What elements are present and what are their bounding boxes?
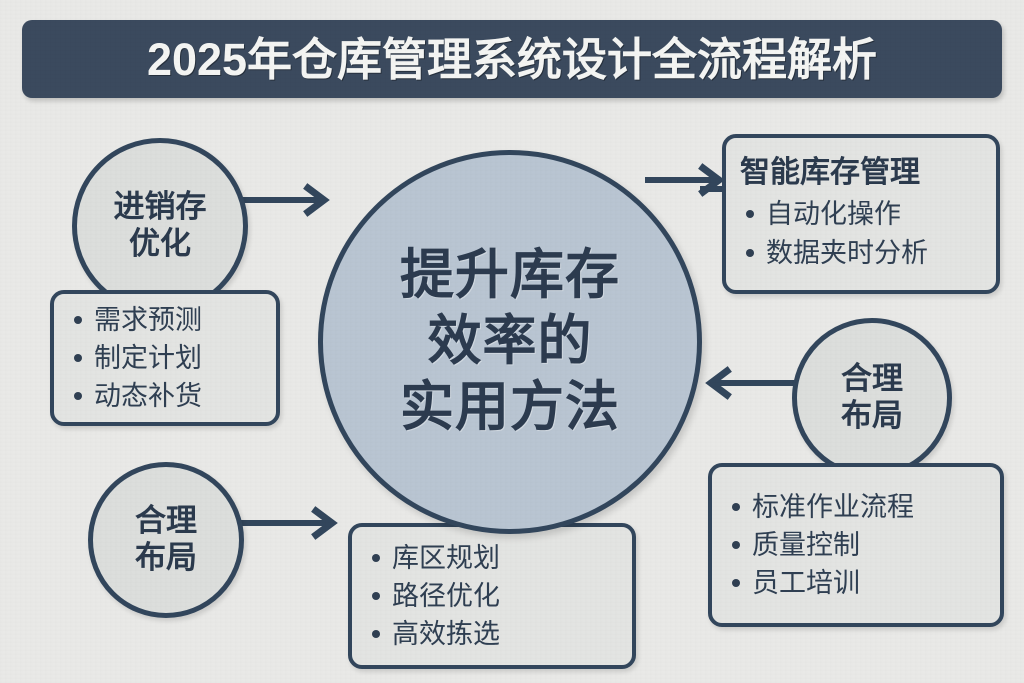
list-item: 高效拣选 bbox=[370, 615, 632, 653]
node-layout-bl-line-2: 布局 bbox=[135, 540, 197, 575]
panel-warehouse-layout-details[interactable]: 库区规划 路径优化 高效拣选 bbox=[348, 523, 636, 669]
list-item: 质量控制 bbox=[730, 526, 1000, 564]
node-jinxiaocun-optimization[interactable]: 进销存 优化 bbox=[72, 138, 248, 314]
panel-demand-planning-list: 需求预测 制定计划 动态补货 bbox=[54, 301, 276, 416]
arrow-bottom-left-to-bottom-center bbox=[228, 506, 338, 540]
list-item: 标准作业流程 bbox=[730, 488, 1000, 526]
panel-operations-standards[interactable]: 标准作业流程 质量控制 员工培训 bbox=[708, 463, 1004, 627]
panel-warehouse-layout-list: 库区规划 路径优化 高效拣选 bbox=[352, 539, 632, 654]
list-item: 动态补货 bbox=[72, 377, 276, 415]
node-layout-bottom-left[interactable]: 合理 布局 bbox=[88, 462, 244, 618]
connector-topright-panel-stub bbox=[700, 186, 726, 192]
node-jinxiaocun-line-1: 进销存 bbox=[113, 189, 207, 225]
core-concept-circle[interactable]: 提升库存 效率的 实用方法 bbox=[318, 150, 702, 534]
list-item: 库区规划 bbox=[370, 539, 632, 577]
node-layout-right-line-1: 合理 bbox=[841, 361, 903, 397]
arrow-core-to-top-right bbox=[645, 163, 725, 197]
core-line-1: 提升库存 bbox=[400, 245, 620, 306]
core-line-3: 实用方法 bbox=[400, 376, 620, 437]
arrow-right-circle-to-core bbox=[705, 366, 805, 400]
panel-demand-planning[interactable]: 需求预测 制定计划 动态补货 bbox=[50, 290, 280, 426]
panel-smart-inventory-heading: 智能库存管理 bbox=[740, 156, 920, 190]
panel-smart-inventory-management[interactable]: 智能库存管理 自动化操作 数据夹时分析 bbox=[722, 134, 1000, 294]
panel-operations-standards-list: 标准作业流程 质量控制 员工培训 bbox=[712, 488, 1000, 603]
page-title: 2025年仓库管理系统设计全流程解析 bbox=[146, 33, 878, 85]
page-title-bar: 2025年仓库管理系统设计全流程解析 bbox=[22, 20, 1002, 98]
list-item: 员工培训 bbox=[730, 564, 1000, 602]
node-layout-right-line-2: 布局 bbox=[841, 398, 903, 433]
list-item: 路径优化 bbox=[370, 577, 632, 615]
list-item: 数据夹时分析 bbox=[744, 234, 996, 272]
panel-smart-inventory-list: 自动化操作 数据夹时分析 bbox=[726, 195, 996, 272]
list-item: 需求预测 bbox=[72, 301, 276, 339]
node-layout-right[interactable]: 合理 布局 bbox=[792, 318, 952, 478]
node-jinxiaocun-line-2: 优化 bbox=[129, 226, 191, 261]
core-line-2: 效率的 bbox=[427, 311, 593, 372]
list-item: 制定计划 bbox=[72, 339, 276, 377]
list-item: 自动化操作 bbox=[744, 195, 996, 233]
arrow-top-left-to-core bbox=[230, 183, 330, 217]
node-layout-bl-line-1: 合理 bbox=[135, 503, 197, 539]
